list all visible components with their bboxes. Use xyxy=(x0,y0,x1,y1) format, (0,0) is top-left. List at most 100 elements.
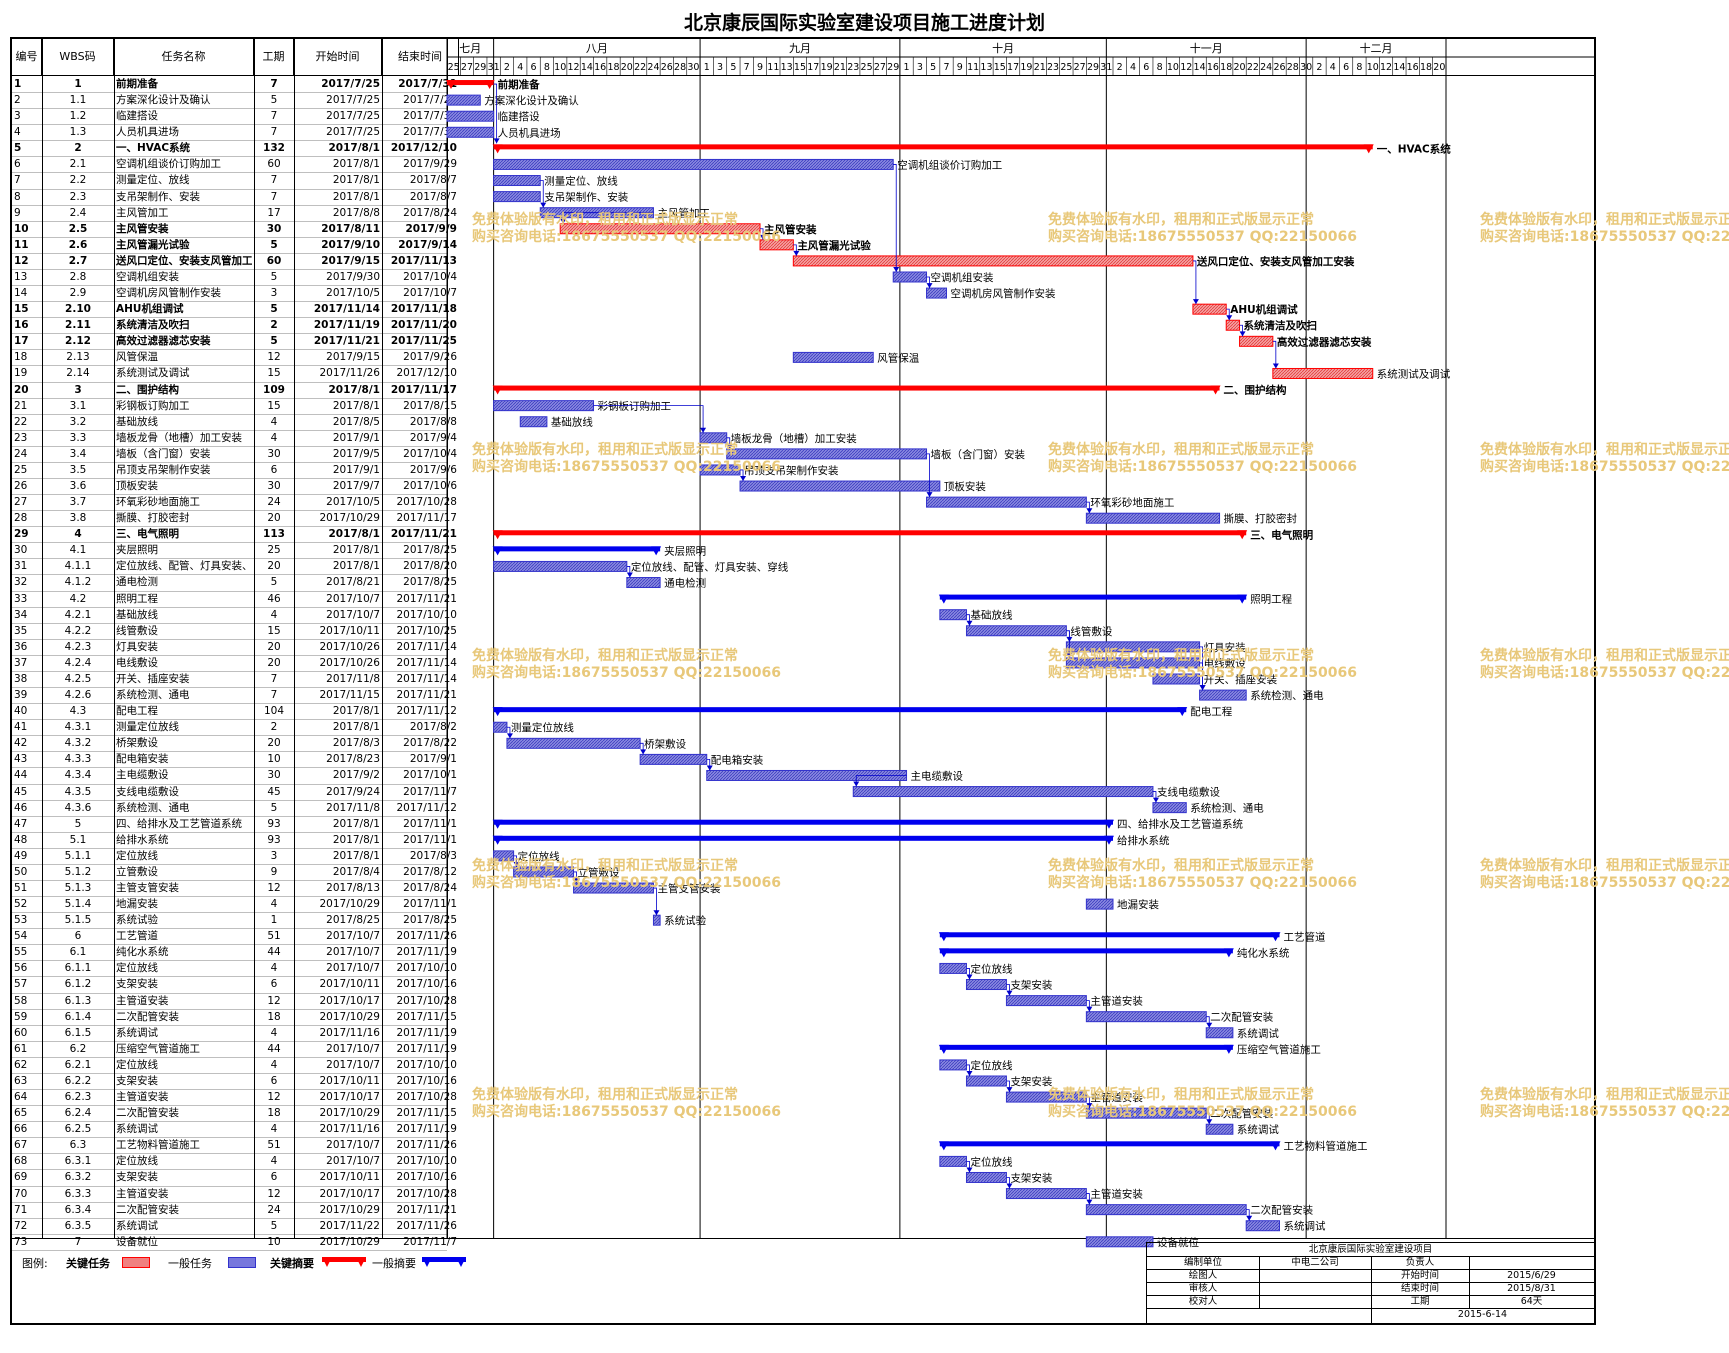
cell-duration: 132 xyxy=(263,142,285,155)
cell-duration: 18 xyxy=(267,1107,281,1120)
day-label: 10 xyxy=(554,62,566,73)
cell-name: 彩钢板订购加工 xyxy=(116,399,190,412)
day-label: 29 xyxy=(474,62,486,73)
cell-end: 2017/11/21 xyxy=(396,1203,457,1216)
cell-duration: 4 xyxy=(270,1155,278,1168)
day-label: 19 xyxy=(821,62,833,73)
row-divider xyxy=(12,992,447,994)
cell-duration: 4 xyxy=(270,431,278,444)
cell-start: 2017/8/1 xyxy=(332,399,380,412)
row-divider xyxy=(12,622,447,624)
cell-start: 2017/9/24 xyxy=(326,785,380,798)
day-label: 12 xyxy=(1180,62,1192,73)
cell-name: 系统调试 xyxy=(116,1123,158,1136)
row-divider xyxy=(12,397,447,399)
row-divider xyxy=(12,912,447,914)
day-label: 6 xyxy=(1343,62,1349,73)
table-bottom-line xyxy=(12,1238,1594,1239)
cell-name: 立管敷设 xyxy=(116,865,158,878)
cell-name: 主风管安装 xyxy=(116,222,169,235)
cell-end: 2017/11/15 xyxy=(396,1010,457,1023)
info-cell xyxy=(1259,1282,1371,1295)
cell-end: 2017/11/26 xyxy=(396,1219,457,1232)
cell-end: 2017/8/12 xyxy=(403,865,457,878)
cell-id: 46 xyxy=(14,801,28,814)
cell-id: 7 xyxy=(14,174,21,187)
day-label: 7 xyxy=(943,62,949,73)
dependency-link xyxy=(893,164,897,272)
cell-end: 2017/10/28 xyxy=(396,496,457,509)
day-label: 29 xyxy=(1087,62,1099,73)
cell-wbs: 6.2.3 xyxy=(64,1091,92,1104)
bar-label: 四、给排水及工艺管道系统 xyxy=(1117,818,1243,831)
cell-wbs: 4.3.4 xyxy=(64,769,92,782)
cell-duration: 5 xyxy=(270,1219,278,1232)
cell-wbs: 3 xyxy=(74,383,82,396)
cell-end: 2017/11/18 xyxy=(390,303,457,316)
row-divider xyxy=(12,285,447,287)
bar-label: 系统试验 xyxy=(664,914,706,927)
cell-duration: 5 xyxy=(270,801,278,814)
task-bar xyxy=(493,850,515,862)
cell-id: 41 xyxy=(14,721,28,734)
bar-label: 环氧彩砂地面施工 xyxy=(1090,496,1174,509)
task-bar xyxy=(1245,1220,1280,1232)
day-label: 27 xyxy=(461,62,473,73)
cell-id: 11 xyxy=(14,238,29,251)
cell-wbs: 5.1 xyxy=(69,833,87,846)
task-bar xyxy=(493,721,508,733)
cell-id: 43 xyxy=(14,753,28,766)
cell-id: 57 xyxy=(14,978,28,991)
cell-wbs: 2 xyxy=(74,142,82,155)
page-title: 北京康辰国际实验室建设项目施工进度计划 xyxy=(683,12,1045,34)
bar-label: 纯化水系统 xyxy=(1237,946,1290,959)
task-bar xyxy=(892,271,928,283)
day-label: 30 xyxy=(1300,62,1312,73)
cell-wbs: 4.2.5 xyxy=(64,672,92,685)
task-bar xyxy=(699,432,728,444)
dependency-arrow xyxy=(926,283,933,289)
bar-label: 照明工程 xyxy=(1250,594,1292,606)
cell-name: 支架安装 xyxy=(116,1074,158,1087)
cell-name: 空调机组安装 xyxy=(116,270,179,283)
bar-label: 主风管安装 xyxy=(764,223,817,236)
cell-id: 35 xyxy=(14,624,28,637)
row-divider xyxy=(12,590,447,592)
month-label: 十二月 xyxy=(1360,41,1393,55)
row-divider xyxy=(12,960,447,962)
cell-start: 2017/10/7 xyxy=(326,946,380,959)
cell-id: 54 xyxy=(14,930,28,943)
cell-start: 2017/8/1 xyxy=(332,817,380,830)
day-label: 30 xyxy=(687,62,699,73)
cell-name: 定位放线 xyxy=(116,1058,158,1071)
cell-wbs: 6.2.4 xyxy=(64,1107,92,1120)
cell-wbs: 4.2 xyxy=(69,592,87,605)
info-cell: 负责人 xyxy=(1405,1257,1435,1268)
info-col-line xyxy=(1469,1256,1470,1308)
cell-wbs: 6.2.5 xyxy=(64,1123,92,1136)
cell-duration: 6 xyxy=(270,463,278,476)
cell-id: 71 xyxy=(14,1203,28,1216)
cell-id: 53 xyxy=(14,914,28,927)
cell-name: 电线敷设 xyxy=(116,656,158,669)
cell-name: 撕膜、打胶密封 xyxy=(116,512,190,525)
info-cell: 2015/6/29 xyxy=(1507,1270,1556,1281)
bar-label: 主管道安装 xyxy=(1090,1091,1143,1104)
task-bar xyxy=(965,625,1067,637)
row-divider xyxy=(12,606,447,608)
cell-id: 23 xyxy=(14,431,28,444)
cell-start: 2017/9/15 xyxy=(326,351,380,364)
day-label: 26 xyxy=(661,62,673,73)
day-label: 23 xyxy=(1047,62,1059,73)
cell-id: 55 xyxy=(14,946,28,959)
cell-wbs: 3.3 xyxy=(69,431,87,444)
info-cell: 结束时间 xyxy=(1400,1283,1439,1294)
col-header-start: 开始时间 xyxy=(294,39,382,75)
cell-end: 2017/8/7 xyxy=(409,174,457,187)
cell-duration: 9 xyxy=(270,865,278,878)
task-bar xyxy=(1005,995,1087,1007)
bar-label: 主管道安装 xyxy=(1090,995,1143,1008)
cell-end: 2017/11/12 xyxy=(396,801,457,814)
row-divider xyxy=(12,1121,447,1123)
column-divider xyxy=(382,39,383,1238)
